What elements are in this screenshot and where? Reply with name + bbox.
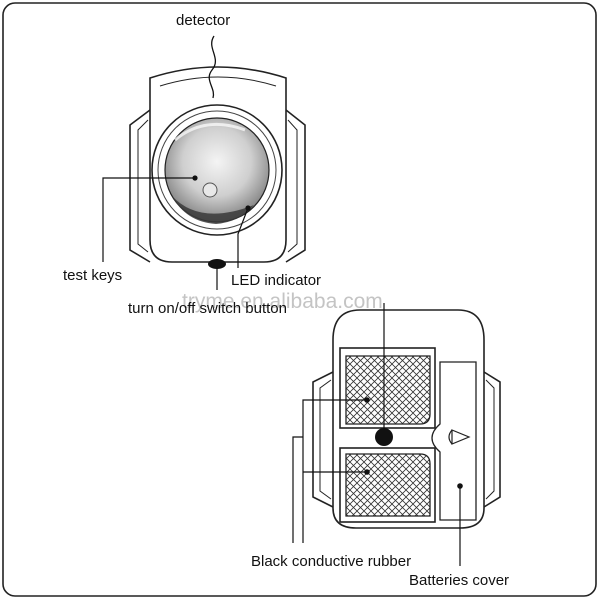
label-batteries-cover: Batteries cover [409, 572, 509, 589]
detector-leader [208, 35, 217, 99]
left-grip-outer [129, 109, 151, 263]
led-indicator-leader [237, 207, 249, 268]
switch-button-mark [208, 259, 226, 269]
label-detector: detector [176, 12, 230, 29]
right-grip-outer [285, 109, 306, 263]
left-grip-inner [137, 119, 149, 253]
top-rim [159, 76, 277, 87]
label-conductive-rubber: Black conductive rubber [251, 553, 411, 570]
back-left-grip-inner [319, 379, 332, 500]
detector-lens [151, 104, 283, 236]
center-dot [375, 428, 393, 446]
back-left-grip-outer [312, 371, 334, 508]
conductive-rubber-pad-bottom [345, 453, 431, 517]
label-test-keys: test keys [63, 267, 122, 284]
test-keys-leader [102, 177, 195, 262]
label-switch-button: turn on/off switch button [128, 300, 287, 317]
battery-door-arrow-icon [451, 429, 471, 445]
battery-door [431, 361, 477, 521]
back-leaders [292, 303, 461, 566]
back-right-grip-inner [485, 379, 495, 500]
conductive-rubber-pad-top [345, 355, 431, 425]
right-grip-inner [287, 119, 298, 253]
front-leaders [102, 177, 249, 290]
watermark: tryme.en.alibaba.com [182, 290, 383, 313]
rubber-bracket [292, 436, 303, 543]
label-led-indicator: LED indicator [231, 272, 321, 289]
rubber-top-leader [302, 399, 367, 543]
back-right-grip-outer [483, 371, 501, 508]
